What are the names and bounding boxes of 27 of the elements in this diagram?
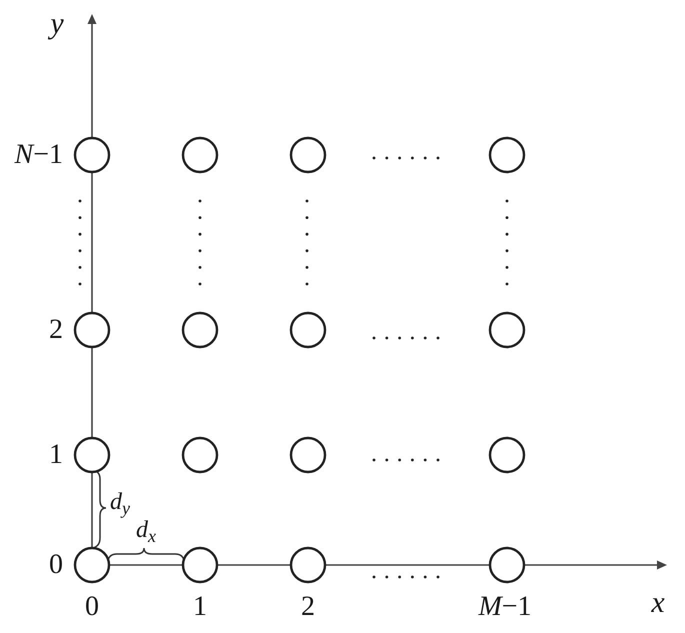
axis-label: x: [651, 588, 665, 618]
hollow-circle: [73, 311, 111, 349]
hollow-circle: [181, 436, 219, 474]
hollow-circle: [289, 436, 327, 474]
hollow-circle: [73, 136, 111, 174]
hollow-circle: [488, 436, 526, 474]
tick-label: 0: [49, 551, 63, 579]
hollow-circle: [289, 311, 327, 349]
tick-label: 1: [49, 441, 63, 469]
dimension-label: d$_{x}$: [136, 518, 156, 542]
tick-label: M−1: [478, 593, 532, 621]
tick-label: N−1: [14, 141, 63, 169]
hollow-circle: [488, 136, 526, 174]
hollow-circle: [181, 546, 219, 584]
tick-label: 0: [85, 593, 99, 621]
hollow-circle: [289, 136, 327, 174]
hollow-circle: [73, 436, 111, 474]
tick-label: 2: [301, 593, 315, 621]
hollow-circle: [181, 311, 219, 349]
tick-label: 2: [49, 316, 63, 344]
axis-label: y: [50, 9, 64, 39]
hollow-circle: [488, 546, 526, 584]
tick-label: 1: [193, 593, 207, 621]
hollow-circle: [73, 546, 111, 584]
hollow-circle: [289, 546, 327, 584]
hollow-circle: [181, 136, 219, 174]
hollow-circle: [488, 311, 526, 349]
